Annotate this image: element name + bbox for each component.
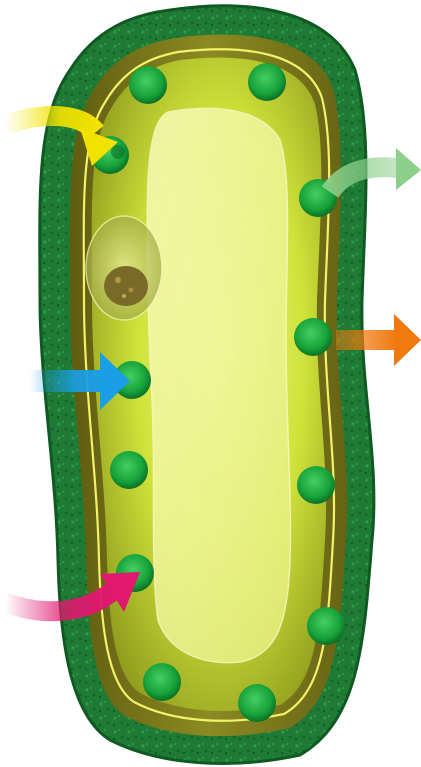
membrane-protein <box>297 466 335 504</box>
membrane-protein <box>294 318 332 356</box>
membrane-protein <box>129 66 167 104</box>
membrane-protein <box>110 451 148 489</box>
storage-granule <box>104 266 148 306</box>
granule-speck <box>129 288 134 293</box>
membrane-protein <box>238 684 276 722</box>
membrane-protein <box>307 607 345 645</box>
membrane-protein <box>143 663 181 701</box>
nucleoid <box>147 108 290 662</box>
membrane-protein <box>111 145 125 159</box>
membrane-protein <box>248 63 286 101</box>
granule-speck <box>122 294 126 298</box>
granule-speck <box>115 277 121 283</box>
